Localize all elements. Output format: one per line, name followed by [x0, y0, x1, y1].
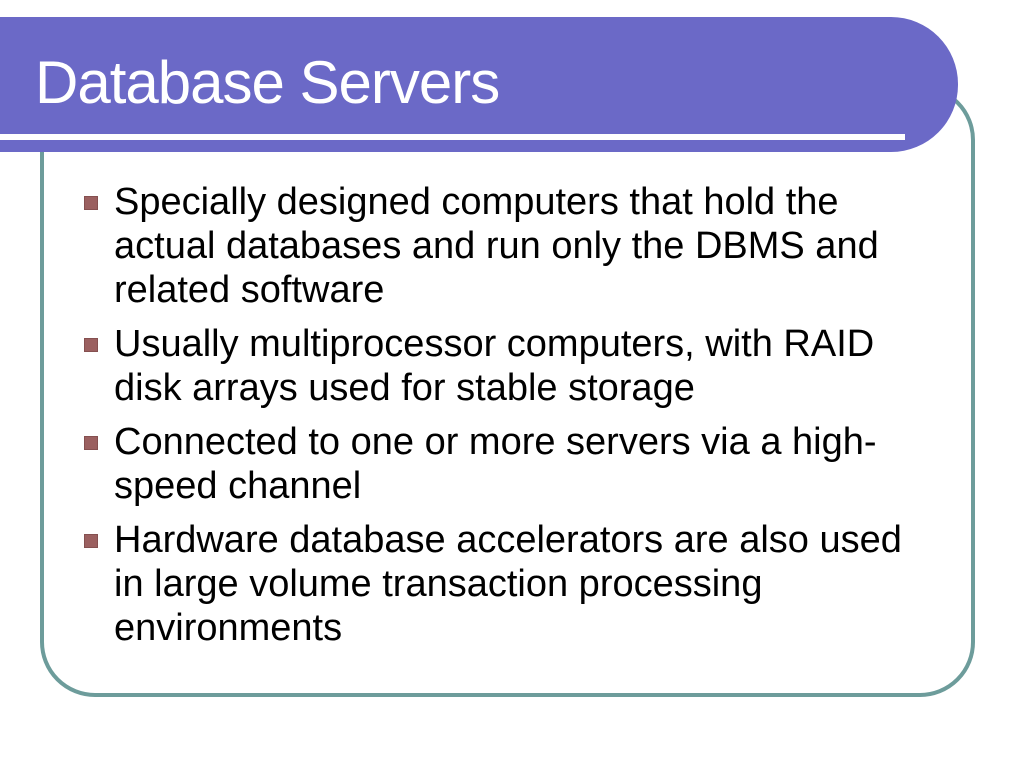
bullet-list: Specially designed computers that hold t…	[84, 180, 929, 660]
bullet-text: Connected to one or more servers via a h…	[114, 421, 877, 507]
bullet-square-icon	[84, 534, 98, 548]
bullet-item: Usually multiprocessor computers, with R…	[84, 322, 924, 410]
title-banner: Database Servers	[0, 17, 958, 152]
bullet-text: Hardware database accelerators are also …	[114, 519, 902, 649]
bullet-square-icon	[84, 338, 98, 352]
slide-title: Database Servers	[35, 49, 500, 116]
bullet-text: Usually multiprocessor computers, with R…	[114, 323, 875, 409]
bullet-item: Specially designed computers that hold t…	[84, 180, 924, 312]
title-underline	[0, 134, 905, 140]
bullet-square-icon	[84, 436, 98, 450]
bullet-text: Specially designed computers that hold t…	[114, 181, 879, 311]
bullet-square-icon	[84, 196, 98, 210]
bullet-item: Hardware database accelerators are also …	[84, 518, 924, 650]
bullet-item: Connected to one or more servers via a h…	[84, 420, 924, 508]
